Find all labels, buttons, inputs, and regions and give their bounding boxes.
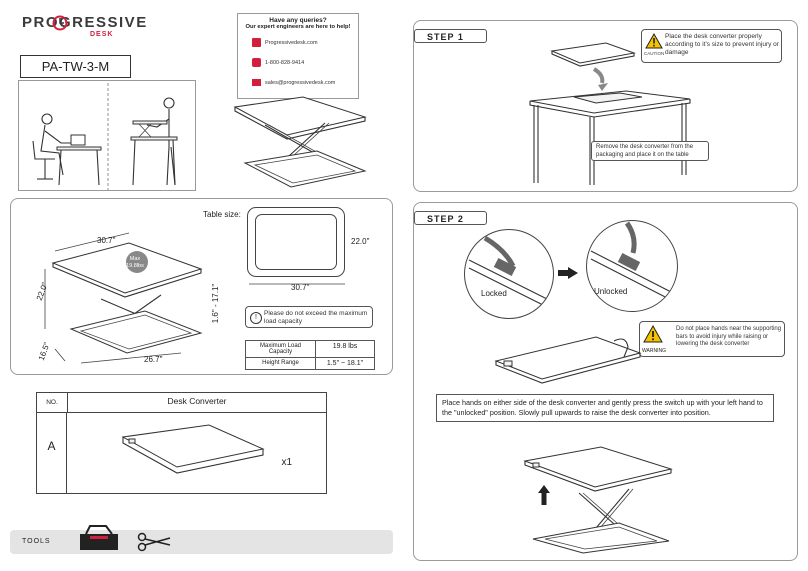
- table-top-view: [247, 207, 345, 277]
- warning-text: Do not place hands near the supporting b…: [676, 326, 782, 347]
- contact-email-text: sales@progressivedesk.com: [265, 79, 336, 86]
- dimensions-panel: 30.7" 22.0" 16.5" 26.7" 1.6" - 17.1" Max…: [10, 198, 393, 375]
- contact-title: Have any queries?: [269, 17, 327, 24]
- spec-row-load: Maximum Load Capacity 19.8 lbs: [245, 340, 375, 358]
- max-load-weight: Max 19.8lbs: [121, 256, 149, 270]
- table-depth-dim: 22.0": [351, 237, 370, 246]
- max-load-label: Max: [129, 256, 141, 262]
- dim-width: 30.7": [97, 236, 116, 245]
- spec-height-label: Height Range: [246, 358, 316, 369]
- warning-label: WARNING: [642, 348, 666, 354]
- model-number-text: PA-TW-3-M: [41, 59, 110, 74]
- dim-height: 1.6" - 17.1": [211, 283, 221, 324]
- step1-panel: STEP 1 CAUTION Place the desk converter …: [413, 20, 798, 192]
- spec-load-label: Maximum Load Capacity: [246, 341, 316, 357]
- load-notice: ! Please do not exceed the maximum load …: [245, 306, 373, 328]
- web-icon: [252, 38, 261, 47]
- contact-subtitle: Our expert engineers are here to help!: [245, 24, 351, 30]
- brand-logo: PROGRESSIVE DESK: [22, 14, 148, 44]
- step2-warning: WARNING Do not place hands near the supp…: [639, 321, 785, 357]
- locked-label: Locked: [481, 289, 507, 298]
- table-width-arrow: [249, 283, 345, 285]
- contact-phone[interactable]: 1-800-828-9414: [252, 58, 304, 67]
- logo-swirl-icon: [52, 15, 68, 31]
- info-icon: !: [250, 312, 262, 324]
- brand-sub: DESK: [90, 31, 114, 38]
- spec-row-height: Height Range 1.5" ~ 18.1": [245, 358, 375, 370]
- step1-tag: STEP 1: [414, 29, 487, 43]
- parts-col-no: NO.: [37, 393, 68, 412]
- right-arrow-icon: [558, 267, 578, 279]
- brand-name: PROGRESSIVE: [22, 14, 148, 31]
- desk-converter-overview: [233, 96, 367, 188]
- parts-qty: x1: [281, 457, 292, 468]
- unlocked-detail: [586, 220, 678, 312]
- parts-table: NO. Desk Converter A x1: [36, 392, 327, 494]
- parts-row-a: A x1: [37, 413, 326, 494]
- step2-desk-hand: [494, 336, 642, 384]
- step2-instruction: Place hands on either side of the desk c…: [436, 394, 774, 422]
- dimension-drawing: [44, 232, 203, 364]
- spec-height-value: 1.5" ~ 18.1": [326, 360, 364, 367]
- spec-table: Maximum Load Capacity 19.8 lbs Height Ra…: [245, 340, 375, 370]
- step1-instruction: Remove the desk converter from the packa…: [591, 141, 709, 161]
- spec-load-value: 19.8 lbs: [332, 343, 358, 350]
- step1-illustration: [529, 42, 691, 185]
- contact-email[interactable]: sales@progressivedesk.com: [252, 79, 335, 86]
- mail-icon: [252, 79, 261, 86]
- step2-panel: STEP 2 Locked Unlocked WARNING Do not pl…: [413, 202, 798, 561]
- caution-icon: [645, 33, 663, 49]
- caution-text: Place the desk converter properly accord…: [665, 33, 779, 56]
- table-width-dim: 30.7": [291, 283, 310, 292]
- caution-label: CAUTION: [644, 51, 665, 56]
- scissors-icon: [137, 532, 171, 552]
- step2-raised-desk: [523, 446, 673, 554]
- table-size-label: Table size:: [203, 210, 241, 219]
- step1-caution: CAUTION Place the desk converter properl…: [641, 29, 782, 63]
- step2-instruction-text: Place hands on either side of the desk c…: [442, 398, 763, 417]
- tools-label: TOOLS: [22, 538, 51, 545]
- step2-tag: STEP 2: [414, 211, 487, 225]
- phone-icon: [252, 58, 261, 67]
- contact-website-text: Progressivedesk.com: [265, 39, 318, 46]
- tools-bar: TOOLS: [10, 525, 393, 554]
- locked-detail: [464, 229, 554, 319]
- contact-website[interactable]: Progressivedesk.com: [252, 38, 318, 47]
- step1-instruction-text: Remove the desk converter from the packa…: [596, 144, 694, 158]
- dim-base-width: 26.7": [144, 355, 163, 364]
- max-load-value: 19.8lbs: [126, 263, 144, 269]
- parts-col-item: Desk Converter: [167, 396, 227, 406]
- warning-icon: [643, 325, 663, 343]
- parts-row-letter: A: [37, 413, 67, 494]
- sit-stand-illustration: [18, 80, 196, 191]
- parts-header: NO. Desk Converter: [37, 393, 326, 413]
- contact-phone-text: 1-800-828-9414: [265, 59, 305, 66]
- load-notice-text: Please do not exceed the maximum load ca…: [264, 310, 368, 325]
- contact-card: Have any queries? Our expert engineers a…: [237, 13, 359, 99]
- up-arrow-icon: [538, 485, 550, 505]
- unlocked-label: Unlocked: [594, 287, 628, 296]
- model-number: PA-TW-3-M: [20, 55, 131, 78]
- toolbox-icon: [80, 525, 118, 550]
- desk-converter-part-image: [121, 424, 265, 474]
